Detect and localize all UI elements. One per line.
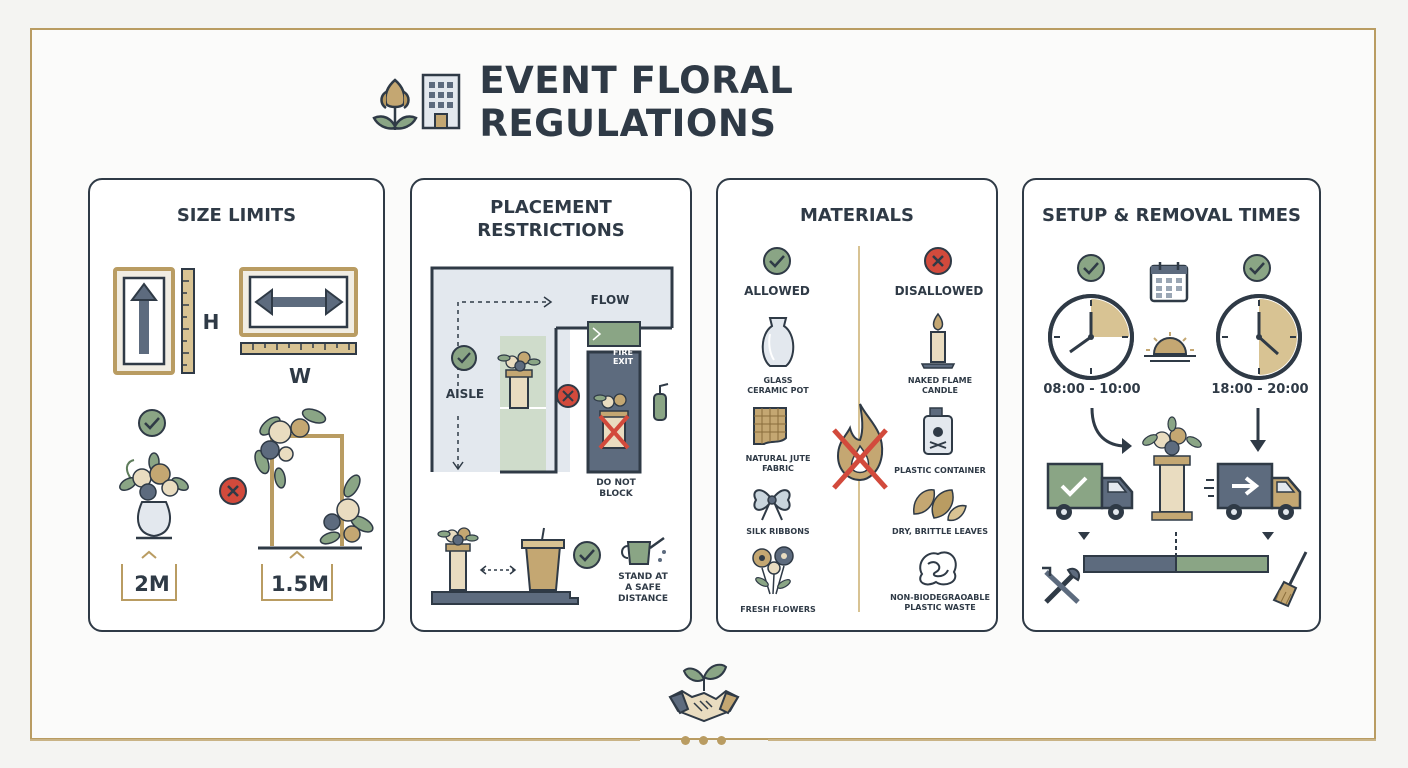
cross-icon	[219, 477, 247, 505]
flow-label: FLOW	[590, 293, 630, 307]
disallowed-item-label: PLASTIC CONTAINER	[894, 466, 986, 475]
card-setup-removal-times: SETUP & REMOVAL TIMES	[1022, 178, 1321, 632]
removal-time-value: 18:00 - 20:00	[1211, 382, 1309, 397]
stage-lectern-icon	[431, 527, 579, 605]
vase-icon	[761, 317, 795, 367]
timeline-bar	[1078, 532, 1274, 573]
no-fire-icon	[832, 403, 888, 490]
allowed-item-label: FRESH FLOWERS	[740, 605, 816, 614]
allowed-size-value: 2M	[134, 572, 170, 596]
calendar-icon	[1149, 262, 1189, 303]
width-label: W	[288, 364, 312, 388]
do-not-block-label: DO NOT BLOCK	[596, 478, 636, 499]
aisle-label: AISLE	[445, 387, 485, 401]
check-icon	[1077, 254, 1105, 282]
footer-line-left	[30, 739, 640, 741]
allowed-item-label: GLASS CERAMIC POT	[747, 376, 809, 395]
broom-icon	[1272, 551, 1308, 608]
handshake-plant-icon	[668, 663, 740, 723]
setup-arrow-icon	[1090, 407, 1132, 454]
check-icon	[573, 541, 601, 569]
arrangement-pedestal-icon	[1142, 416, 1202, 521]
jute-fabric-icon	[753, 407, 787, 445]
fire-exit-sign: FIRE EXIT	[612, 348, 634, 366]
height-label: H	[202, 310, 220, 334]
floral-arch-icon	[254, 408, 374, 550]
setup-time-value: 08:00 - 10:00	[1043, 382, 1141, 397]
footer-line-right	[768, 739, 1376, 741]
check-icon	[1243, 254, 1271, 282]
small-bouquet-icon	[119, 452, 189, 540]
card-size-limits: SIZE LIMITS H W	[88, 178, 385, 632]
disallowed-heading: DISALLOWED	[894, 284, 984, 298]
setup-clock-icon	[1048, 294, 1134, 380]
removal-arrow-icon	[1250, 408, 1266, 452]
removal-clock-icon	[1216, 294, 1302, 380]
card-materials: MATERIALS ALLOWED DISALLOWED GLASS CERAM…	[716, 178, 998, 632]
candle-icon	[920, 312, 956, 369]
footer-dot	[717, 736, 726, 745]
toxic-container-icon	[923, 407, 953, 455]
width-frame-icon	[239, 267, 358, 355]
disallowed-item-label: NON-BIODEGRAOABLE PLASTIC WASTE	[890, 593, 990, 612]
plastic-waste-icon	[919, 551, 957, 586]
card-title: PLACEMENT RESTRICTIONS	[477, 197, 625, 241]
footer-dot	[681, 736, 690, 745]
allowed-size-bracket	[121, 550, 177, 601]
disallowed-size-bracket	[261, 550, 333, 601]
delivery-truck-icon	[1046, 462, 1134, 520]
cross-icon	[924, 247, 952, 275]
header-icons	[370, 70, 461, 134]
footer-dot	[699, 736, 708, 745]
allowed-heading: ALLOWED	[744, 284, 810, 298]
check-icon	[138, 409, 166, 437]
building-icon	[421, 73, 461, 130]
sunrise-icon	[1144, 332, 1196, 362]
disallowed-item-label: NAKED FLAME CANDLE	[907, 376, 973, 395]
allowed-item-label: NATURAL JUTE FABRIC	[745, 454, 811, 473]
ribbon-icon	[753, 489, 791, 521]
card-title: SIZE LIMITS	[176, 205, 297, 226]
allowed-item-label: SILK RIBBONS	[746, 527, 810, 536]
tools-icon	[1042, 566, 1080, 604]
dry-leaves-icon	[913, 489, 967, 522]
safe-distance-label: STAND AT A SAFE DISTANCE	[618, 572, 668, 604]
page-title: EVENT FLORAL REGULATIONS	[479, 59, 794, 145]
floor-plan	[430, 266, 674, 474]
card-title: SETUP & REMOVAL TIMES	[1042, 205, 1301, 226]
disallowed-size-value: 1.5M	[270, 572, 330, 596]
watering-can-icon	[621, 536, 666, 565]
removal-truck-icon	[1204, 462, 1302, 520]
materials-divider	[858, 246, 860, 612]
tulip-icon	[372, 78, 418, 130]
check-icon	[763, 247, 791, 275]
height-frame-icon	[113, 267, 195, 375]
disallowed-item-label: DRY, BRITTLE LEAVES	[892, 527, 988, 536]
header: EVENT FLORAL REGULATIONS	[370, 59, 1050, 145]
card-title: MATERIALS	[800, 205, 914, 226]
flowers-icon	[752, 546, 794, 595]
card-placement-restrictions: PLACEMENT RESTRICTIONS FLOW A	[410, 178, 692, 632]
